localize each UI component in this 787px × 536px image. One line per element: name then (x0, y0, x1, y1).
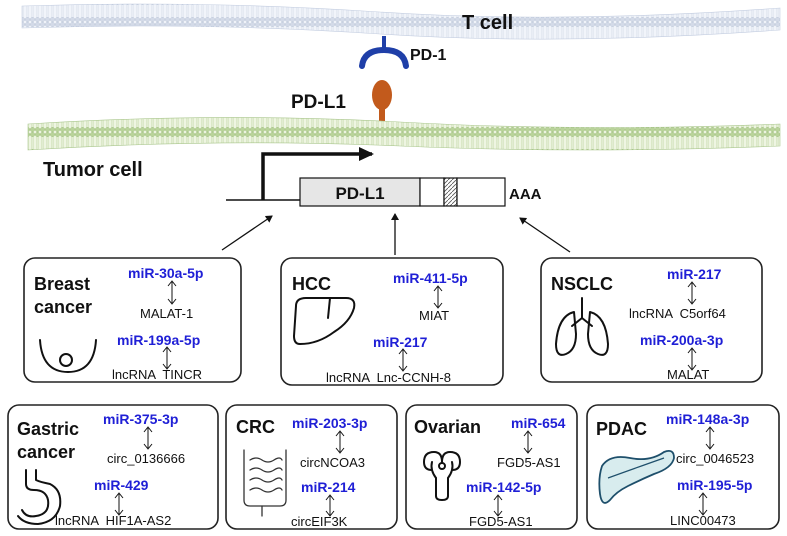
mirna-label: miR-411-5p (393, 270, 468, 286)
panel-nsclc: NSCLC miR-217 lncRNA C5orf64 miR-200a-3p… (540, 257, 763, 383)
polya-label: AAA (509, 186, 542, 203)
target-rna-label: lncRNA C5orf64 (629, 306, 726, 321)
target-rna-label: circ_0046523 (676, 451, 754, 466)
regulation-arrow-left (221, 215, 273, 251)
t-cell-label: T cell (462, 12, 513, 34)
mirna-label: miR-142-5p (466, 479, 541, 495)
target-rna-label: lncRNA Lnc-CCNH-8 (326, 370, 451, 385)
mirna-label: miR-200a-3p (640, 332, 723, 348)
mirna-label: miR-199a-5p (117, 332, 200, 348)
ovary-icon (423, 451, 461, 501)
liver-icon (293, 297, 356, 345)
interaction-arrow-icon (335, 430, 345, 454)
target-rna-label: lncRNA TINCR (112, 367, 202, 382)
mirna-label: miR-654 (511, 415, 566, 431)
panel-title: CRC (236, 417, 275, 437)
tumor-cell-membrane (27, 117, 781, 151)
panel-title: PDAC (596, 419, 647, 439)
panel-breast-cancer: Breast cancer miR-30a-5p MALAT-1 miR-199… (23, 257, 242, 383)
mirna-label: miR-214 (301, 479, 356, 495)
panel-ovarian: Ovarian miR-654 FGD5-AS1 miR-142-5p FGD5… (405, 404, 578, 530)
target-rna-label: FGD5-AS1 (497, 455, 561, 470)
lung-icon (555, 297, 609, 356)
pdl1-label: PD-L1 (291, 92, 346, 113)
panel-crc: CRC miR-203-3p circNCOA3 miR-214 circEIF… (225, 404, 398, 530)
gene-label: PD-L1 (335, 184, 384, 203)
interaction-arrow-icon (687, 347, 697, 371)
target-rna-label: circEIF3K (291, 514, 348, 529)
stomach-icon (17, 469, 62, 525)
mirna-label: miR-375-3p (103, 411, 178, 427)
panel-hcc: HCC miR-411-5p MIAT miR-217 lncRNA Lnc-C… (280, 257, 504, 386)
interaction-arrow-icon (433, 285, 443, 309)
breast-icon (39, 339, 97, 373)
mirna-label: miR-217 (667, 266, 722, 282)
panel-gastric-cancer: Gastric cancer miR-375-3p circ_0136666 m… (7, 404, 219, 530)
interaction-arrow-icon (687, 281, 697, 305)
panel-title: HCC (292, 274, 331, 294)
pancreas-icon (598, 449, 675, 504)
target-rna-label: MIAT (419, 308, 449, 323)
panel-title: NSCLC (551, 274, 613, 294)
interaction-arrow-icon (523, 430, 533, 454)
target-rna-label: lncRNA HIF1A-AS2 (55, 513, 171, 528)
t-cell-membrane (21, 3, 781, 40)
tumor-cell-label: Tumor cell (43, 159, 143, 181)
pd1-label: PD-1 (410, 47, 447, 64)
interaction-arrow-icon (162, 346, 172, 370)
panel-title: Gastric (17, 419, 79, 439)
mirna-label: miR-30a-5p (128, 265, 203, 281)
interaction-arrow-icon (143, 426, 153, 450)
pdl1-gene (226, 147, 506, 207)
panel-title: cancer (34, 297, 92, 317)
interaction-arrow-icon (398, 348, 408, 372)
interaction-arrow-icon (167, 280, 177, 305)
mirna-label: miR-195-5p (677, 477, 752, 493)
mirna-label: miR-203-3p (292, 415, 367, 431)
target-rna-label: LINC00473 (670, 513, 736, 528)
target-rna-label: MALAT (667, 367, 709, 382)
pd1-receptor-icon (359, 36, 409, 69)
interaction-arrow-icon (114, 492, 124, 516)
interaction-arrow-icon (705, 426, 715, 450)
panel-pdac: PDAC miR-148a-3p circ_0046523 miR-195-5p… (586, 404, 780, 530)
pdl1-ligand-icon (372, 80, 392, 122)
mirna-label: miR-148a-3p (666, 411, 749, 427)
interaction-arrow-icon (698, 492, 708, 516)
interaction-arrow-icon (493, 494, 503, 517)
interaction-arrow-icon (325, 494, 335, 517)
mirna-label: miR-217 (373, 334, 428, 350)
regulation-arrow-right (519, 217, 571, 253)
target-rna-label: MALAT-1 (140, 306, 193, 321)
mirna-label: miR-429 (94, 477, 149, 493)
panel-title: Ovarian (414, 417, 481, 437)
intestine-icon (243, 449, 287, 517)
target-rna-label: FGD5-AS1 (469, 514, 533, 529)
target-rna-label: circNCOA3 (300, 455, 365, 470)
panel-title: cancer (17, 442, 75, 462)
target-rna-label: circ_0136666 (107, 451, 185, 466)
panel-title: Breast (34, 274, 90, 294)
